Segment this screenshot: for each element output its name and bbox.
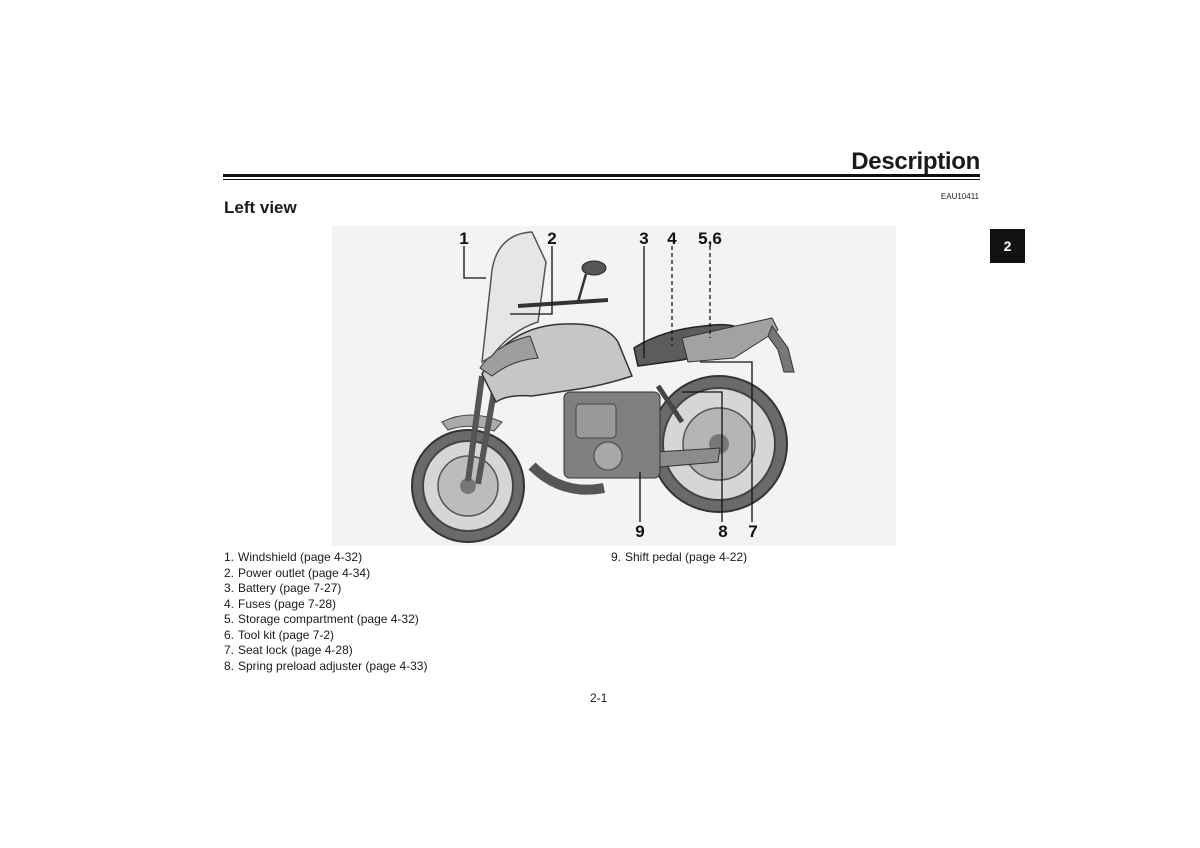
callout-leaders [463, 246, 753, 522]
page-title: Description [851, 148, 980, 175]
page-number: 2-1 [590, 691, 608, 705]
parts-legend-left: 1.Windshield (page 4-32) 2.Power outlet … [224, 550, 427, 674]
document-code: EAU10411 [940, 192, 979, 201]
legend-item: 6.Tool kit (page 7-2) [224, 627, 335, 642]
legend-item: 2.Power outlet (page 4-34) [224, 565, 371, 580]
callout-8: 8 [718, 522, 727, 541]
motorcycle-left-view-figure: 1 2 3 4 5,6 9 8 7 [332, 226, 896, 546]
callout-3: 3 [639, 229, 648, 248]
chapter-tab: 2 [990, 229, 1025, 263]
section-heading: Left view [224, 198, 297, 217]
callout-7: 7 [748, 522, 757, 541]
header-rule-thin [223, 179, 980, 180]
legend-item: 9.Shift pedal (page 4-22) [611, 550, 748, 564]
header-rule-thick [223, 174, 980, 177]
callout-2: 2 [547, 229, 556, 248]
callout-1: 1 [459, 229, 468, 248]
legend-item: 4.Fuses (page 7-28) [224, 596, 337, 611]
legend-item: 3.Battery (page 7-27) [224, 581, 342, 595]
callout-4: 4 [667, 229, 677, 248]
motorcycle-illustration: 1 2 3 4 5,6 9 8 7 [411, 229, 795, 543]
legend-item: 7.Seat lock (page 4-28) [224, 643, 353, 657]
callout-5-6: 5,6 [698, 229, 722, 248]
callout-9: 9 [635, 522, 644, 541]
windshield [481, 231, 547, 364]
front-wheel [411, 429, 525, 543]
legend-item: 1.Windshield (page 4-32) [224, 550, 363, 564]
legend-item: 5.Storage compartment (page 4-32) [224, 612, 419, 626]
parts-legend-right: 9.Shift pedal (page 4-22) [611, 550, 747, 566]
rear-wheel [650, 375, 788, 513]
legend-item: 8.Spring preload adjuster (page 4-33) [224, 658, 428, 673]
engine [528, 391, 661, 495]
